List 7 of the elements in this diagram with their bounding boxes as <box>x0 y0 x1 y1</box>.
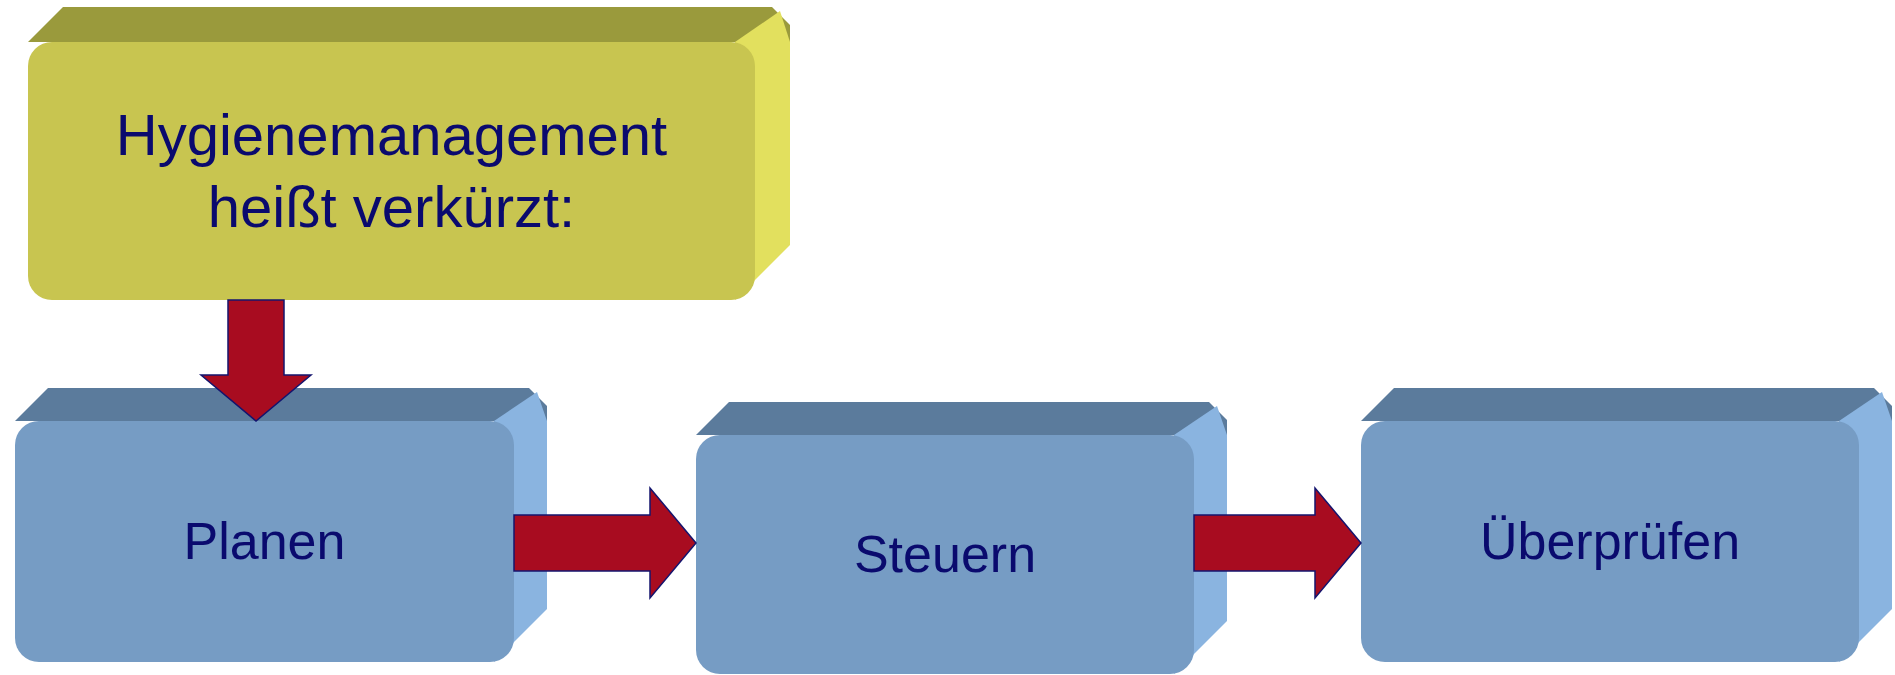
box-label: Hygienemanagement heißt verkürzt: <box>114 100 669 241</box>
box-label: Planen <box>183 511 346 572</box>
block-arrow <box>513 485 697 601</box>
block-arrow <box>198 299 314 422</box>
box-label: Überprüfen <box>1479 511 1741 572</box>
block-arrow <box>1193 485 1362 601</box>
box-label: Steuern <box>853 524 1037 585</box>
